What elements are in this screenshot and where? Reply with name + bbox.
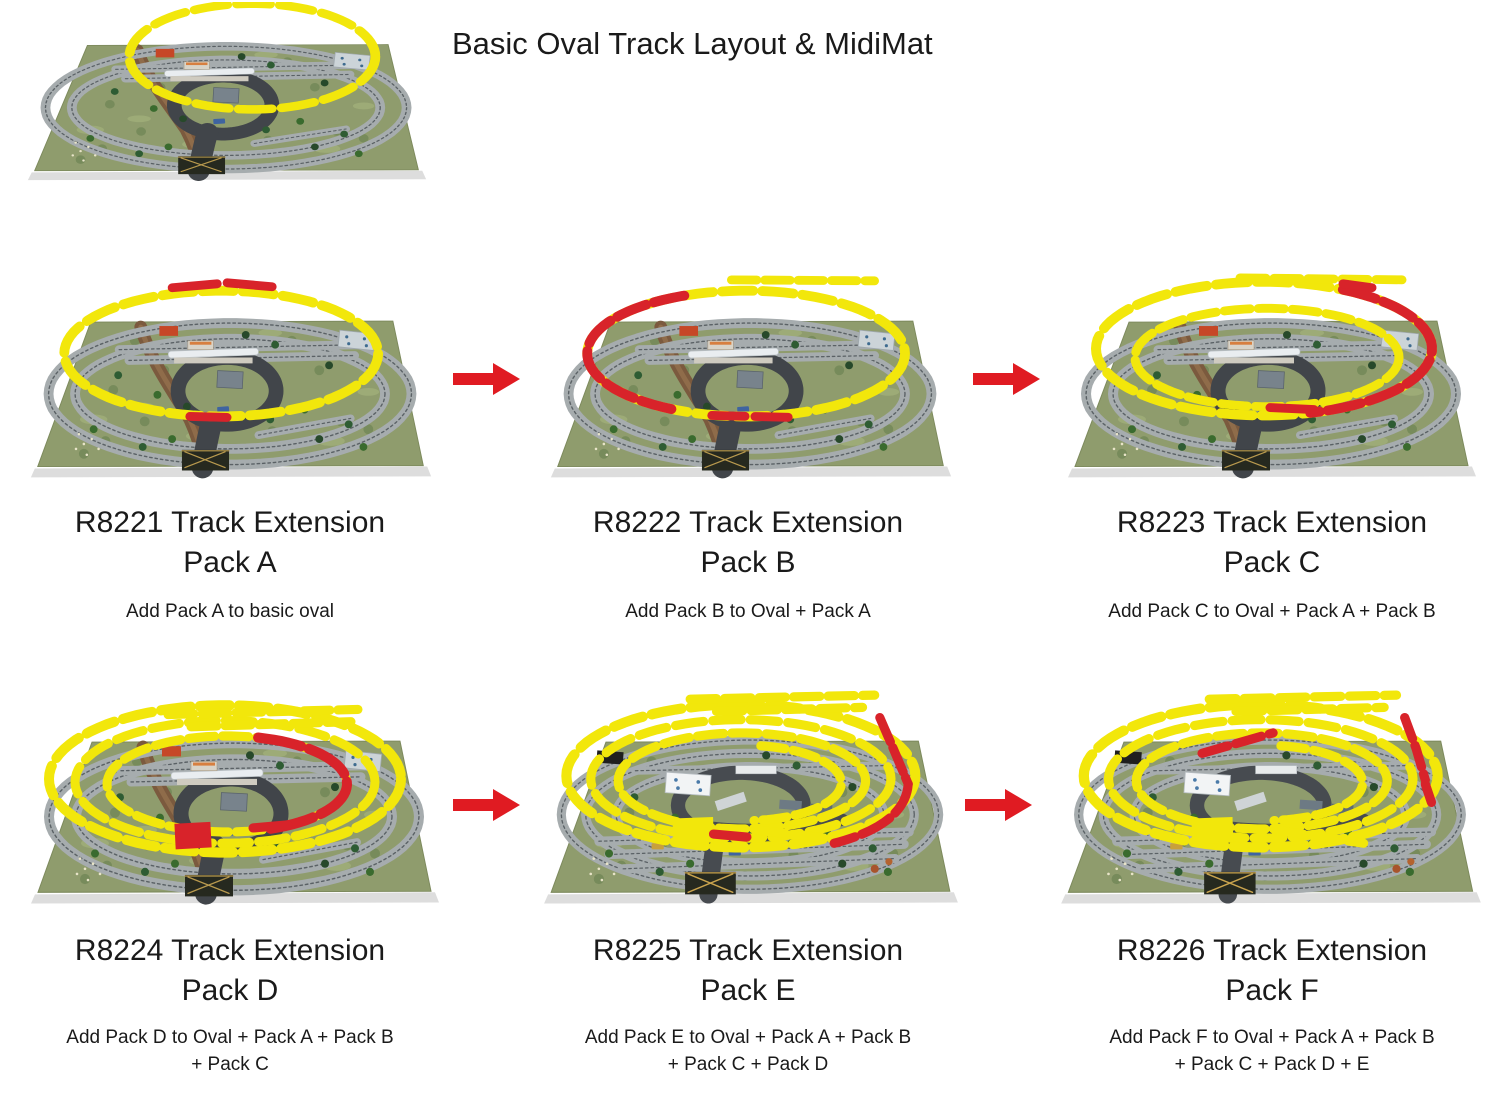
next-step-arrow bbox=[965, 788, 1033, 822]
pack-e-note-line1: Add Pack E to Oval + Pack A + Pack B bbox=[584, 1027, 912, 1048]
pack-b-heading-line1: R8222 Track Extension bbox=[592, 506, 904, 539]
pack-d-note-line2: + Pack C bbox=[191, 1054, 269, 1075]
pack-d-heading: R8224 Track Extension Pack D bbox=[15, 931, 445, 1011]
track-layout-illustration-pack-a bbox=[30, 278, 432, 479]
track-layout-illustration-pack-e bbox=[544, 690, 958, 904]
pack-f-note: Add Pack F to Oval + Pack A + Pack B + P… bbox=[1047, 1024, 1497, 1078]
basic-oval-photo bbox=[22, 2, 432, 198]
pack-b-note-line1: Add Pack B to Oval + Pack A bbox=[625, 601, 871, 622]
pack-a-note-line1: Add Pack A to basic oval bbox=[125, 601, 335, 622]
pack-e-heading: R8225 Track Extension Pack E bbox=[533, 931, 963, 1011]
track-layout-illustration-pack-c bbox=[1068, 273, 1476, 479]
pack-f-heading-line2: Pack F bbox=[1225, 974, 1319, 1007]
page-title: Basic Oval Track Layout & MidiMat bbox=[452, 26, 933, 61]
track-layout-illustration-basic bbox=[27, 2, 427, 181]
arrow-icon bbox=[453, 363, 520, 395]
next-step-arrow bbox=[453, 362, 521, 396]
next-step-arrow bbox=[973, 362, 1041, 396]
track-layout-illustration-pack-f bbox=[1061, 690, 1481, 904]
pack-a-heading-line1: R8221 Track Extension bbox=[74, 506, 386, 539]
pack-b-heading-line2: Pack B bbox=[700, 546, 796, 579]
arrow-icon bbox=[965, 789, 1032, 821]
pack-a-heading-line2: Pack A bbox=[183, 546, 277, 579]
pack-c-heading-line2: Pack C bbox=[1223, 546, 1321, 579]
pack-d-note: Add Pack D to Oval + Pack A + Pack B + P… bbox=[10, 1024, 450, 1078]
track-layout-illustration-pack-d bbox=[31, 700, 439, 905]
pack-e-note-line2: + Pack C + Pack D bbox=[667, 1054, 829, 1075]
pack-b-heading: R8222 Track Extension Pack B bbox=[533, 503, 963, 583]
pack-e-note: Add Pack E to Oval + Pack A + Pack B + P… bbox=[528, 1024, 968, 1078]
pack-d-note-line1: Add Pack D to Oval + Pack A + Pack B bbox=[66, 1027, 394, 1048]
pack-e-heading-line2: Pack E bbox=[700, 974, 796, 1007]
pack-d-photo bbox=[25, 690, 445, 925]
arrow-icon bbox=[453, 789, 520, 821]
pack-e-heading-line1: R8225 Track Extension bbox=[592, 934, 904, 967]
pack-f-note-line2: + Pack C + Pack D + E bbox=[1174, 1054, 1370, 1075]
pack-b-photo bbox=[545, 272, 957, 498]
next-step-arrow bbox=[453, 788, 521, 822]
pack-e-photo bbox=[538, 690, 964, 925]
track-layout-illustration-pack-b bbox=[550, 275, 952, 479]
pack-c-note-line1: Add Pack C to Oval + Pack A + Pack B bbox=[1108, 601, 1436, 622]
pack-d-heading-line1: R8224 Track Extension bbox=[74, 934, 386, 967]
pack-a-note: Add Pack A to basic oval bbox=[15, 598, 445, 625]
pack-c-note: Add Pack C to Oval + Pack A + Pack B bbox=[1052, 598, 1492, 625]
pack-c-heading-line1: R8223 Track Extension bbox=[1116, 506, 1428, 539]
pack-f-heading-line1: R8226 Track Extension bbox=[1116, 934, 1428, 967]
pack-c-heading: R8223 Track Extension Pack C bbox=[1052, 503, 1492, 583]
pack-f-note-line1: Add Pack F to Oval + Pack A + Pack B bbox=[1109, 1027, 1435, 1048]
pack-f-photo bbox=[1055, 690, 1487, 925]
pack-b-note: Add Pack B to Oval + Pack A bbox=[533, 598, 963, 625]
pack-f-heading: R8226 Track Extension Pack F bbox=[1052, 931, 1492, 1011]
pack-a-heading: R8221 Track Extension Pack A bbox=[15, 503, 445, 583]
pack-c-photo bbox=[1062, 272, 1482, 498]
pack-a-photo bbox=[25, 272, 437, 498]
pack-d-heading-line2: Pack D bbox=[181, 974, 279, 1007]
arrow-icon bbox=[973, 363, 1040, 395]
